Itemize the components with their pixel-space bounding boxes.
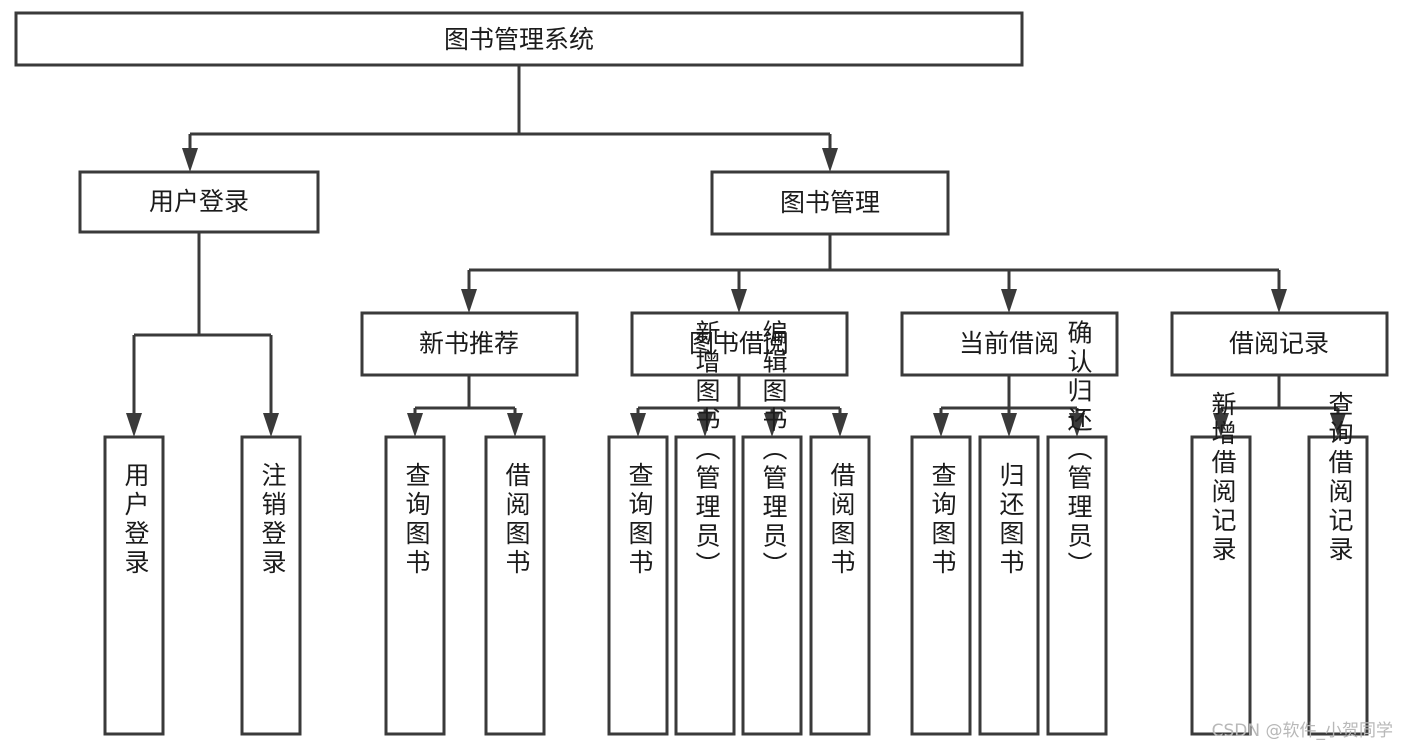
leaf-borrow-book-2-label: 借阅图书 [827, 462, 856, 578]
leaf-query-record-box[interactable] [1307, 435, 1369, 736]
leaf-add-book-label: 新增图书（管理员） [692, 320, 721, 581]
leaf-edit-book-box[interactable] [741, 435, 803, 736]
leaf-query-book-3-box[interactable] [910, 435, 972, 736]
leaf-confirm-return-box[interactable] [1046, 435, 1108, 736]
node-leaf-confirm-return[interactable]: 确认归还（管理员） [1046, 320, 1108, 736]
node-leaf-query-record[interactable]: 查询借阅记录 [1307, 391, 1369, 736]
leaf-user-logout-box[interactable] [240, 435, 302, 736]
node-leaf-add-record[interactable]: 新增借阅记录 [1190, 391, 1252, 736]
current-borrow-label: 当前借阅 [959, 329, 1059, 358]
node-leaf-query-book-1[interactable]: 查询图书 [384, 435, 446, 736]
arrowhead-leaf-query-record [1330, 413, 1346, 437]
leaf-confirm-return-label: 确认归还（管理员） [1064, 320, 1093, 581]
book-manage-label: 图书管理 [780, 188, 880, 217]
book-manage-box[interactable] [710, 170, 950, 236]
arrowhead-new-book-recommend [461, 289, 477, 313]
leaf-query-book-2-label: 查询图书 [625, 462, 654, 578]
node-leaf-user-logout[interactable]: 注销登录 [240, 435, 302, 736]
leaf-borrow-book-1-box[interactable] [484, 435, 546, 736]
node-leaf-query-book-2[interactable]: 查询图书 [607, 435, 669, 736]
arrowhead-leaf-edit-book [764, 413, 780, 437]
arrowhead-leaf-return-book [1001, 413, 1017, 437]
leaf-query-record-label: 查询借阅记录 [1325, 391, 1354, 565]
arrowhead-leaf-user-logout [263, 413, 279, 437]
arrowhead-leaf-borrow-book-1 [507, 413, 523, 437]
arrowhead-book-borrow [731, 289, 747, 313]
arrowhead-leaf-add-record [1213, 413, 1229, 437]
arrowhead-leaf-user-login [126, 413, 142, 437]
arrowhead-user-login [182, 148, 198, 172]
leaf-user-login-label: 用户登录 [121, 462, 150, 578]
root-label: 图书管理系统 [444, 25, 594, 54]
book-borrow-label: 图书借阅 [689, 329, 789, 358]
node-current-borrow[interactable]: 当前借阅 [900, 311, 1119, 377]
node-leaf-borrow-book-2[interactable]: 借阅图书 [809, 435, 871, 736]
edge-layer [126, 65, 1346, 437]
node-leaf-add-book[interactable]: 新增图书（管理员） [674, 320, 736, 736]
leaf-add-record-box[interactable] [1190, 435, 1252, 736]
borrow-record-box[interactable] [1170, 311, 1389, 377]
node-book-manage[interactable]: 图书管理 [710, 170, 950, 236]
leaf-query-book-3-label: 查询图书 [928, 462, 957, 578]
node-leaf-query-book-3[interactable]: 查询图书 [910, 435, 972, 736]
leaf-add-book-box[interactable] [674, 435, 736, 736]
leaf-return-book-box[interactable] [978, 435, 1040, 736]
leaf-add-record-label: 新增借阅记录 [1208, 391, 1237, 565]
new-book-recommend-label: 新书推荐 [419, 329, 519, 358]
leaf-borrow-book-1-label: 借阅图书 [502, 462, 531, 578]
root-box[interactable] [14, 11, 1024, 67]
arrowhead-leaf-query-book-2 [630, 413, 646, 437]
leaf-query-book-1-label: 查询图书 [402, 462, 431, 578]
arrowhead-leaf-query-book-1 [407, 413, 423, 437]
node-root[interactable]: 图书管理系统 [14, 11, 1024, 67]
arrowhead-leaf-confirm-return [1069, 413, 1085, 437]
arrowhead-leaf-add-book [697, 413, 713, 437]
borrow-record-label: 借阅记录 [1229, 329, 1329, 358]
new-book-recommend-box[interactable] [360, 311, 579, 377]
node-new-book-recommend[interactable]: 新书推荐 [360, 311, 579, 377]
leaf-edit-book-label: 编辑图书（管理员） [759, 320, 788, 581]
book-borrow-box[interactable] [630, 311, 849, 377]
node-borrow-record[interactable]: 借阅记录 [1170, 311, 1389, 377]
leaf-query-book-1-box[interactable] [384, 435, 446, 736]
leaf-user-logout-label: 注销登录 [258, 462, 287, 578]
node-leaf-borrow-book-1[interactable]: 借阅图书 [484, 435, 546, 736]
node-leaf-return-book[interactable]: 归还图书 [978, 435, 1040, 736]
leaf-user-login-box[interactable] [103, 435, 165, 736]
arrowhead-borrow-record [1271, 289, 1287, 313]
arrowhead-leaf-query-book-3 [933, 413, 949, 437]
user-login-label: 用户登录 [149, 187, 249, 216]
user-login-box[interactable] [78, 170, 320, 234]
leaf-return-book-label: 归还图书 [996, 462, 1025, 578]
node-leaf-edit-book[interactable]: 编辑图书（管理员） [741, 320, 803, 736]
leaf-borrow-book-2-box[interactable] [809, 435, 871, 736]
node-leaf-user-login[interactable]: 用户登录 [103, 435, 165, 736]
arrowhead-book-manage [822, 148, 838, 172]
node-book-borrow[interactable]: 图书借阅 [630, 311, 849, 377]
leaf-query-book-2-box[interactable] [607, 435, 669, 736]
arrowhead-leaf-borrow-book-2 [832, 413, 848, 437]
node-user-login[interactable]: 用户登录 [78, 170, 320, 234]
arrowhead-current-borrow [1001, 289, 1017, 313]
current-borrow-box[interactable] [900, 311, 1119, 377]
